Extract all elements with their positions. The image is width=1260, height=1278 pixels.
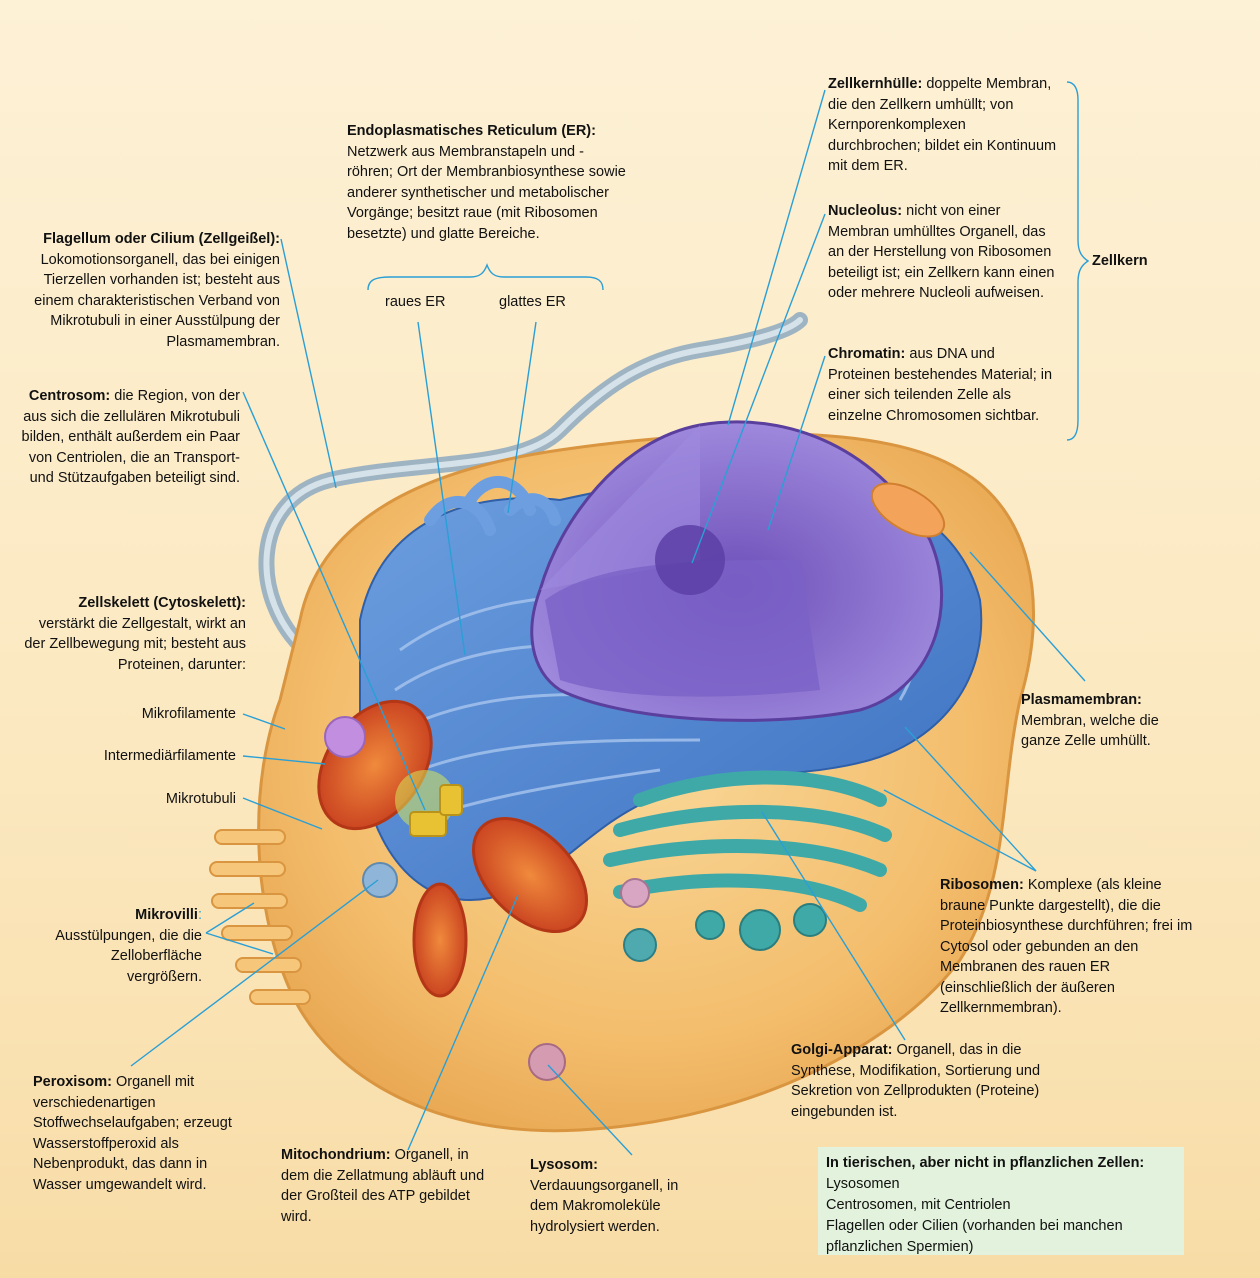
er-text: Netzwerk aus Membranstapeln und -röhren;… — [347, 144, 626, 242]
plasma-membrane-text: Membran, welche die ganze Zelle umhüllt. — [1021, 713, 1159, 750]
golgi-title: Golgi-Apparat: — [791, 1042, 893, 1058]
centrosome-label: Centrosom: die Region, von der aus sich … — [18, 386, 240, 489]
plasma-membrane-label: Plasmamembran: Membran, welche die ganze… — [1021, 690, 1201, 752]
peroxisome-label: Peroxisom: Organell mit verschiedenartig… — [33, 1072, 245, 1195]
cytoskeleton-title: Zellskelett (Cytoskelett): — [78, 595, 246, 611]
nucleolus-title: Nucleolus: — [828, 203, 902, 219]
intermediate-filaments-label: Intermediärfilamente — [18, 746, 236, 767]
peroxisome-text: Organell mit verschiedenartigen Stoffwec… — [33, 1074, 232, 1193]
mitochondrium-title: Mitochondrium: — [281, 1147, 391, 1163]
nucleus-label: Zellkern — [1092, 251, 1148, 272]
smooth-er-label: glattes ER — [499, 292, 566, 313]
peroxisome-shape — [363, 863, 397, 897]
golgi-label: Golgi-Apparat: Organell, das in die Synt… — [791, 1040, 1061, 1122]
lysosome-title: Lysosom: — [530, 1157, 598, 1173]
nucleolus-shape — [655, 525, 725, 595]
chromatin-title: Chromatin: — [828, 346, 905, 362]
cytoskeleton-text: verstärkt die Zellgestalt, wirkt an der … — [24, 616, 246, 673]
ribosomes-text: Komplexe (als kleine braune Punkte darge… — [940, 877, 1192, 1016]
animal-box-item: Flagellen oder Cilien (vorhanden bei man… — [826, 1216, 1176, 1258]
microfilaments-label: Mikrofilamente — [18, 704, 236, 725]
animal-box-item: Centrosomen, mit Centriolen — [826, 1195, 1176, 1216]
peroxisome-title: Peroxisom: — [33, 1074, 112, 1090]
centrosome-title: Centrosom: — [29, 388, 110, 404]
mitochondrium-label: Mitochondrium: Organell, in dem die Zell… — [281, 1145, 491, 1227]
animal-box-title: In tierischen, aber nicht in pflanzliche… — [826, 1153, 1176, 1174]
microvilli-colon: : — [198, 907, 202, 923]
animal-cell-features-box: In tierischen, aber nicht in pflanzliche… — [818, 1147, 1184, 1255]
rough-er-label: raues ER — [385, 292, 445, 313]
microvilli-label: Mikrovilli: Ausstülpungen, die die Zello… — [38, 905, 202, 987]
er-brace — [368, 265, 603, 290]
flagellum-label: Flagellum oder Cilium (Zellgeißel): Loko… — [18, 229, 280, 352]
er-label: Endoplasmatisches Reticulum (ER): Netzwe… — [347, 121, 627, 244]
chromatin-label: Chromatin: aus DNA und Proteinen bestehe… — [828, 344, 1060, 426]
nuclear-envelope-title: Zellkernhülle: — [828, 76, 922, 92]
microvilli-title: Mikrovilli — [135, 907, 198, 923]
lysosome-label: Lysosom: Verdauungsorganell, in dem Makr… — [530, 1155, 710, 1237]
lysosome-text: Verdauungsorganell, in dem Makromoleküle… — [530, 1178, 678, 1235]
microtubules-label: Mikrotubuli — [18, 789, 236, 810]
flagellum-title: Flagellum oder Cilium (Zellgeißel): — [43, 231, 280, 247]
nuclear-envelope-label: Zellkernhülle: doppelte Membran, die den… — [828, 74, 1060, 177]
er-title: Endoplasmatisches Reticulum (ER): — [347, 123, 596, 139]
animal-box-item: Lysosomen — [826, 1174, 1176, 1195]
flagellum-text: Lokomotionsorganell, das bei einigen Tie… — [34, 252, 280, 350]
plasma-membrane-title: Plasmamembran: — [1021, 692, 1142, 708]
ribosomes-title: Ribosomen: — [940, 877, 1024, 893]
nucleus-brace — [1067, 82, 1088, 440]
nucleolus-label: Nucleolus: nicht von einer Membran umhül… — [828, 201, 1060, 304]
microvilli-text: Ausstülpungen, die die Zelloberfläche ve… — [55, 928, 202, 985]
cytoskeleton-label: Zellskelett (Cytoskelett): verstärkt die… — [18, 593, 246, 675]
ribosomes-label: Ribosomen: Komplexe (als kleine braune P… — [940, 875, 1198, 1019]
lysosome-shape — [529, 1044, 565, 1080]
